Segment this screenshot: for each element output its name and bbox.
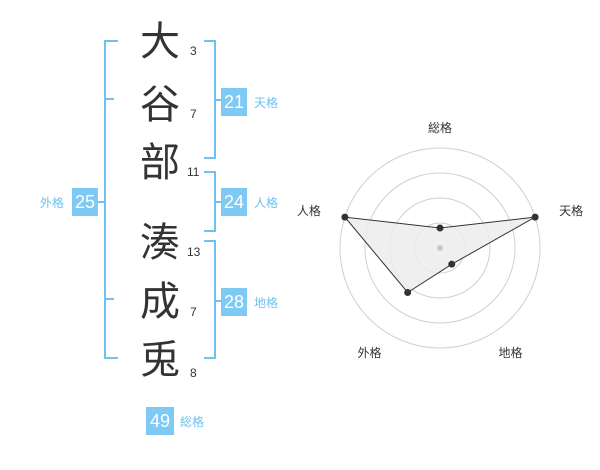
tenkaku-connector — [215, 99, 221, 101]
name-char-2: 谷 — [140, 82, 180, 128]
radar-area — [343, 216, 536, 294]
gaikaku-label: 外格 — [40, 196, 65, 210]
radar-point-0 — [436, 224, 444, 232]
chikaku-bracket — [204, 240, 216, 359]
stroke-count-1: 3 — [190, 44, 197, 58]
radar-grid-ring — [339, 147, 541, 349]
gaikaku-score: 25 — [72, 188, 98, 216]
stroke-count-2: 7 — [190, 107, 197, 121]
chikaku-score: 28 — [221, 288, 247, 316]
radar-center-dot — [437, 245, 443, 251]
gaikaku-tick-upper — [104, 98, 114, 100]
name-char-5: 成 — [140, 279, 180, 325]
stroke-count-6: 8 — [190, 366, 197, 380]
radar-point-3 — [404, 288, 412, 296]
chikaku-connector — [215, 300, 221, 302]
radar-grid-ring — [364, 172, 516, 324]
radar-label-gaikaku: 外格 — [357, 345, 381, 360]
stroke-count-5: 7 — [190, 305, 197, 319]
tenkaku-score: 21 — [221, 88, 247, 116]
name-char-3: 部 — [140, 140, 180, 186]
gaikaku-connector — [98, 201, 105, 203]
radar-point-4 — [341, 213, 349, 221]
radar-point-1 — [531, 213, 539, 221]
gaikaku-tick-lower — [104, 298, 114, 300]
radar-label-tenkaku: 天格 — [559, 203, 583, 218]
tenkaku-label: 天格 — [254, 96, 279, 110]
stroke-count-4: 13 — [187, 245, 201, 259]
soukaku-score: 49 — [146, 407, 174, 435]
radar-label-chikaku: 地格 — [498, 345, 522, 360]
radar-label-soukaku: 総格 — [428, 120, 452, 135]
gaikaku-bracket — [104, 40, 118, 359]
radar-label-jinkaku: 人格 — [297, 203, 321, 218]
soukaku-label: 総格 — [180, 415, 205, 429]
name-char-4: 湊 — [140, 220, 180, 266]
chikaku-label: 地格 — [254, 296, 279, 310]
name-char-6: 兎 — [140, 337, 180, 383]
name-char-1: 大 — [140, 19, 180, 65]
stroke-count-3: 11 — [187, 165, 200, 179]
jinkaku-score: 24 — [221, 188, 247, 216]
radar-point-2 — [448, 260, 456, 268]
radar-points — [341, 213, 539, 296]
jinkaku-connector — [215, 201, 221, 203]
jinkaku-label: 人格 — [254, 196, 279, 210]
